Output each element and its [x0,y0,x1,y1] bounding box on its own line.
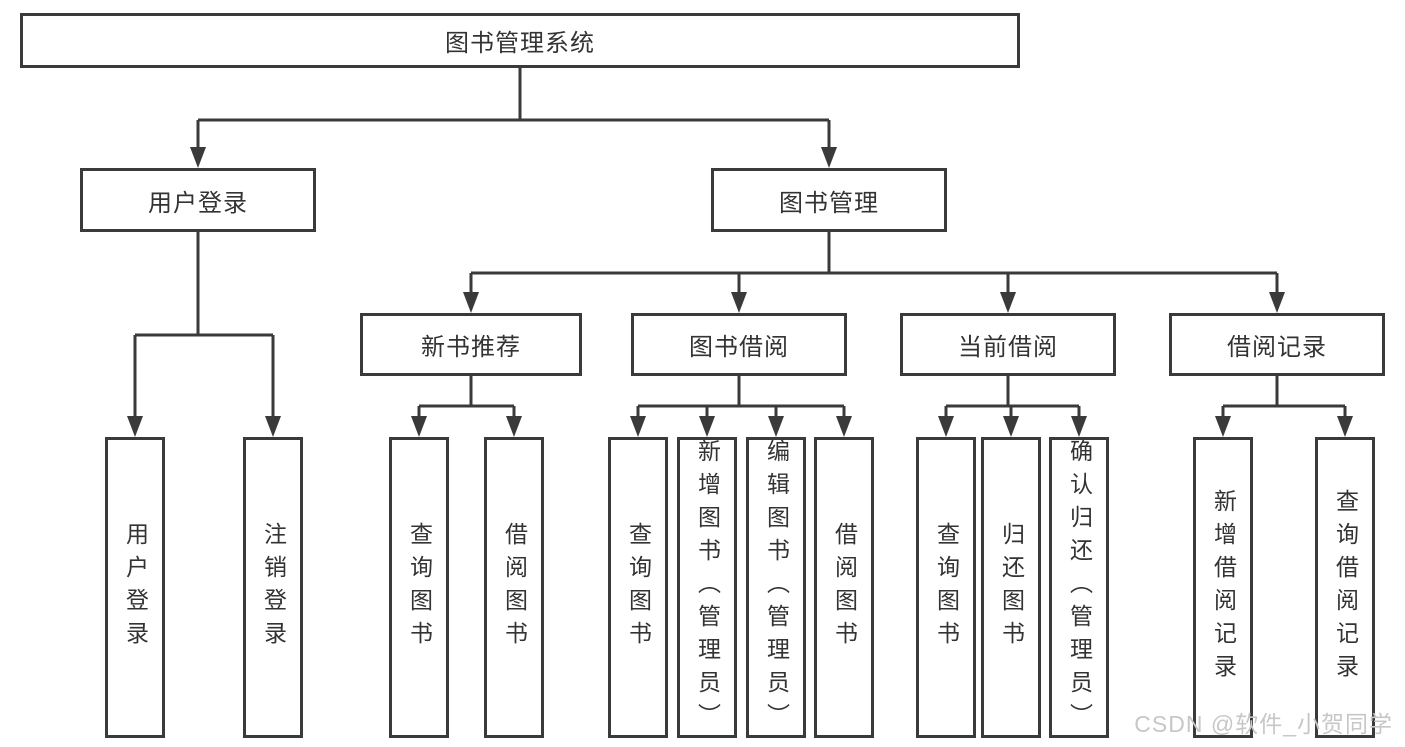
node-label: 借阅记录 [1227,334,1327,361]
watermark: CSDN @软件_小贺同学 [1134,711,1393,737]
node-new-book-recommend: 新书推荐 [360,313,582,376]
leaf-query-books-borrow: 查询图书 [608,437,668,738]
node-library-management-system: 图书管理系统 [20,13,1020,68]
leaf-label: 查询图书 [406,521,433,654]
node-label: 用户登录 [148,189,248,217]
leaf-confirm-return-admin: 确认归还（管理员） [1049,437,1109,738]
leaf-label: 借阅图书 [831,521,858,654]
leaf-label: 确认归还（管理员） [1066,439,1093,736]
leaf-label: 查询图书 [625,521,652,654]
leaf-logout: 注销登录 [243,437,303,738]
leaf-label: 查询借阅记录 [1332,488,1359,687]
leaf-query-books-current: 查询图书 [916,437,976,738]
leaf-label: 归还图书 [998,521,1025,654]
node-borrow-records: 借阅记录 [1169,313,1385,376]
node-label: 当前借阅 [958,334,1058,361]
leaf-label: 编辑图书（管理员） [763,439,790,736]
node-label: 图书借阅 [689,334,789,361]
leaf-user-login: 用户登录 [105,437,165,738]
leaf-label: 查询图书 [933,521,960,654]
node-label: 图书管理系统 [445,30,595,57]
leaf-query-books-recommend: 查询图书 [389,437,449,738]
leaf-return-books: 归还图书 [981,437,1041,738]
leaf-query-borrow-record: 查询借阅记录 [1315,437,1375,738]
leaf-edit-books-admin: 编辑图书（管理员） [746,437,806,738]
node-label: 新书推荐 [421,334,521,361]
leaf-label: 新增图书（管理员） [694,439,721,736]
leaf-label: 注销登录 [260,521,287,654]
arrowheads [127,147,1353,437]
leaf-borrow-books-recommend: 借阅图书 [484,437,544,738]
node-book-management: 图书管理 [711,168,947,232]
leaf-add-books-admin: 新增图书（管理员） [677,437,737,738]
node-label: 图书管理 [779,189,879,217]
leaf-add-borrow-record: 新增借阅记录 [1193,437,1253,738]
leaf-label: 用户登录 [122,521,149,654]
node-current-borrow: 当前借阅 [900,313,1116,376]
leaf-label: 新增借阅记录 [1210,488,1237,687]
leaf-label: 借阅图书 [501,521,528,654]
leaf-borrow-books: 借阅图书 [814,437,874,738]
node-book-borrow: 图书借阅 [631,313,847,376]
node-user-login: 用户登录 [80,168,316,232]
